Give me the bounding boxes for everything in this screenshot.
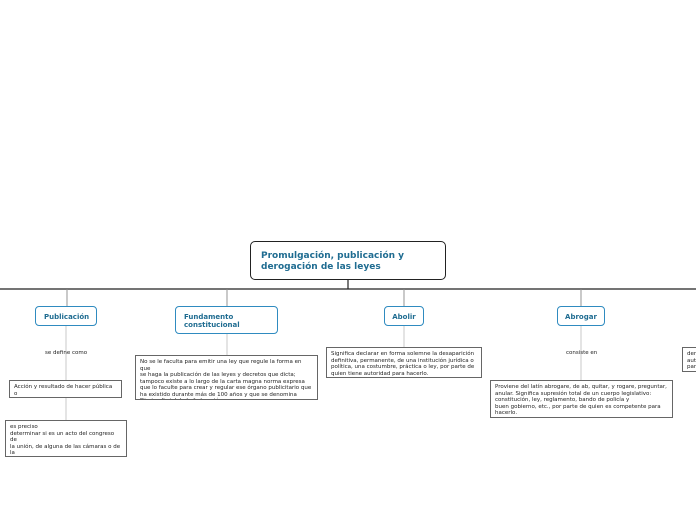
note-publicacion-precision[interactable]: es preciso determinar si es un acto del …	[5, 420, 127, 457]
topic-abolir-label: Abolir	[392, 313, 416, 321]
note-fundamento-constitucional[interactable]: No se le faculta para emitir una ley que…	[135, 355, 318, 400]
topic-abrogar-label: Abrogar	[565, 313, 597, 321]
topic-fundamento-constitucional[interactable]: Fundamento constitucional	[175, 306, 278, 334]
label-consiste-en: consiste en	[566, 350, 598, 356]
topic-abolir[interactable]: Abolir	[384, 306, 424, 326]
note-publicacion-definicion[interactable]: Acción y resultado de hacer pública o di…	[9, 380, 122, 398]
root-topic[interactable]: Promulgación, publicación y derogación d…	[250, 241, 446, 280]
topic-fundamento-label: Fundamento constitucional	[184, 313, 240, 329]
root-topic-title: Promulgación, publicación y derogación d…	[261, 251, 405, 272]
topic-publicacion-label: Publicación	[44, 313, 90, 321]
note-offscreen-partial[interactable]: deri auto part	[682, 347, 696, 372]
topic-abrogar[interactable]: Abrogar	[557, 306, 605, 326]
topic-publicacion[interactable]: Publicación	[35, 306, 97, 326]
note-abolir[interactable]: Significa declarar en forma solemne la d…	[326, 347, 482, 378]
note-abrogar[interactable]: Proviene del latín abrogare, de ab, quit…	[490, 380, 673, 418]
label-se-define-como: se define como	[45, 350, 88, 356]
